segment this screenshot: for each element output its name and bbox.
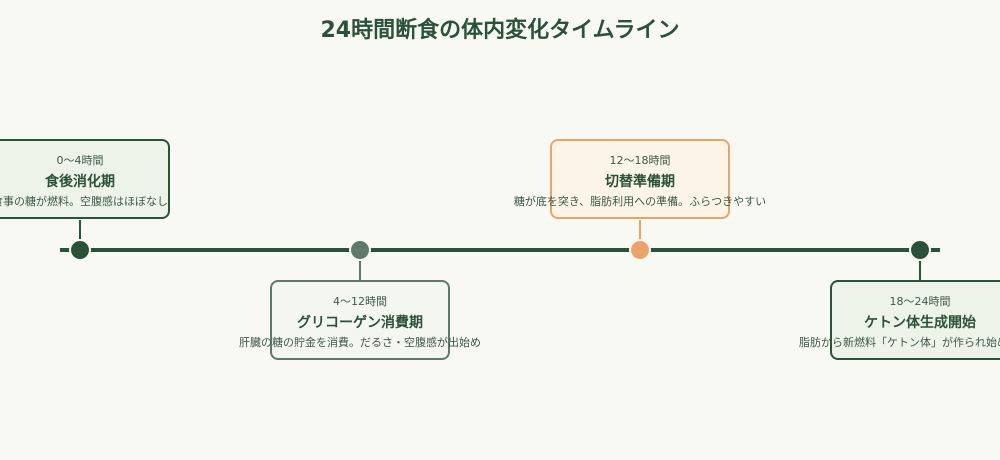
stage-name: 食後消化期 [45,174,115,190]
stage-time: 18〜24時間 [889,295,951,308]
stage-description: 糖が底を突き、脂肪利用への準備。ふらつきやすい [513,195,767,208]
connector-stage-2 [359,252,361,280]
timeline-marker-stage-4 [909,239,931,261]
stage-description: 肝臓の糖の貯金を消費。だるさ・空腹感が出始め [239,336,481,349]
stage-name: ケトン体生成開始 [864,315,976,331]
stage-card-1: 0〜4時間 食後消化期 食事の糖が燃料。空腹感はほぼなし [0,139,170,219]
stage-description: 食事の糖が燃料。空腹感はほぼなし [0,195,168,208]
diagram-title: 24時間断食の体内変化タイムライン [320,18,680,43]
stage-time: 4〜12時間 [333,295,387,308]
stage-card-3: 12〜18時間 切替準備期 糖が底を突き、脂肪利用への準備。ふらつきやすい [514,139,766,219]
timeline-axis [60,248,940,252]
connector-stage-3 [639,220,641,248]
connector-stage-4 [919,252,921,280]
stage-card-2: 4〜12時間 グリコーゲン消費期 肝臓の糖の貯金を消費。だるさ・空腹感が出始め [239,280,481,360]
stage-description: 脂肪から新燃料「ケトン体」が作られ始める。ネ [799,336,1000,349]
connector-stage-1 [79,220,81,248]
timeline-marker-stage-2 [349,239,371,261]
stage-time: 0〜4時間 [56,154,104,167]
timeline-marker-stage-3 [629,239,651,261]
stage-name: 切替準備期 [605,174,675,190]
stage-card-4: 18〜24時間 ケトン体生成開始 脂肪から新燃料「ケトン体」が作られ始める。ネ [799,280,1000,360]
timeline-marker-stage-1 [69,239,91,261]
stage-name: グリコーゲン消費期 [297,315,423,331]
stage-time: 12〜18時間 [609,154,671,167]
